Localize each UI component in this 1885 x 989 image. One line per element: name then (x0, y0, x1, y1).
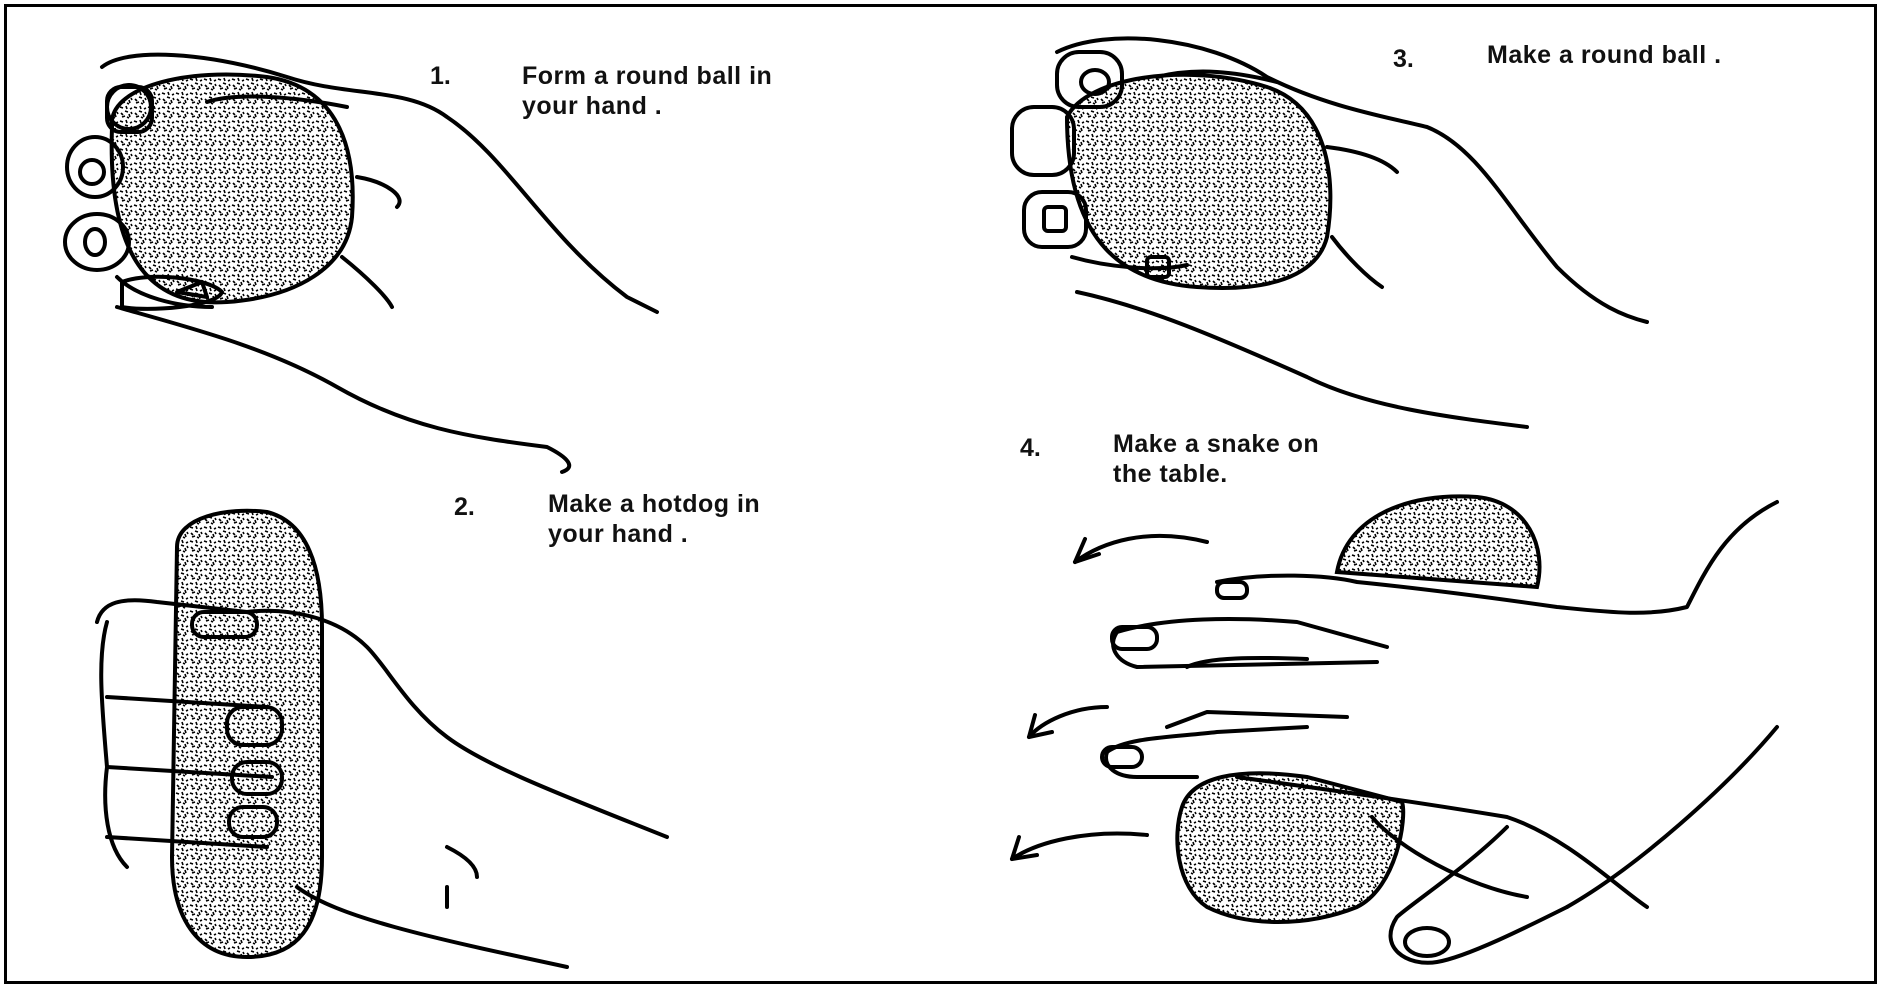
step-3-line-1: Make a round ball . (1487, 40, 1722, 70)
step-2-line-2: your hand . (548, 519, 760, 549)
step-1-line-2: your hand . (522, 91, 772, 121)
step-1-number: 1. (430, 62, 451, 91)
illustration-canvas (7, 7, 1885, 981)
step-3-text: Make a round ball . (1487, 40, 1722, 70)
step-2-line-1: Make a hotdog in (548, 489, 760, 519)
step-2-text: Make a hotdog in your hand . (548, 489, 760, 549)
step-2-number: 2. (454, 493, 475, 522)
hand-round-ball-illustration (1012, 38, 1647, 427)
step-3-number: 3. (1393, 45, 1414, 74)
step-1-text: Form a round ball in your hand . (522, 61, 772, 121)
step-4-text: Make a snake on the table. (1113, 429, 1319, 489)
step-1-line-1: Form a round ball in (522, 61, 772, 91)
diagram-frame: 1. Form a round ball in your hand . 2. M… (4, 4, 1877, 984)
step-4-line-1: Make a snake on (1113, 429, 1319, 459)
hand-hotdog-illustration (97, 511, 667, 967)
step-4-line-2: the table. (1113, 459, 1319, 489)
hand-snake-illustration (1102, 496, 1777, 962)
arrow-left-icon (1029, 707, 1107, 737)
step-4-number: 4. (1020, 434, 1041, 463)
arrow-left-icon (1012, 834, 1147, 859)
arrow-left-icon (1075, 536, 1207, 562)
